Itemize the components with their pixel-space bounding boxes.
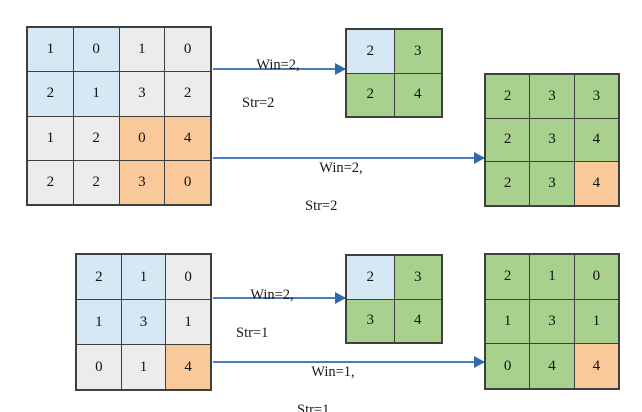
matrix-cell: 1 <box>77 300 121 344</box>
matrix-cell: 2 <box>28 72 73 116</box>
matrix-cell: 4 <box>574 118 618 162</box>
matrix-cell: 2 <box>165 72 210 116</box>
matrix-cell: 0 <box>77 345 121 389</box>
matrix-cell: 3 <box>119 72 165 116</box>
matrix-cell: 2 <box>77 255 121 299</box>
arrow-bottom-small-label-line2: Str=1 <box>236 325 269 342</box>
matrix-cell: 1 <box>119 28 165 72</box>
arrow-top-large-label: Win=2, Str=2 <box>305 140 363 255</box>
matrix-cell: 1 <box>28 28 73 72</box>
matrix-cell: 1 <box>28 116 73 160</box>
matrix-cell: 1 <box>73 72 119 116</box>
arrow-bottom-large-label: Win=1, Str=1 <box>297 344 355 412</box>
matrix-cell: 3 <box>530 162 574 205</box>
matrix-cell: 1 <box>486 299 530 344</box>
matrix-cell: 0 <box>119 116 165 160</box>
matrix-cell: 2 <box>486 162 530 205</box>
arrow-top-large-label-line2: Str=2 <box>305 198 338 215</box>
arrow-top-large-label-line1: Win=2, <box>319 160 363 177</box>
matrix-cell: 2 <box>347 256 394 299</box>
matrix-cell: 1 <box>574 299 618 344</box>
arrow-bottom-large-label-line2: Str=1 <box>297 402 330 412</box>
matrix-cell: 1 <box>530 255 574 299</box>
arrow-bottom-large-line <box>213 356 485 368</box>
arrow-bottom-small-line <box>213 292 346 304</box>
matrix-cell: 3 <box>347 299 394 342</box>
matrix-cell: 2 <box>347 73 394 116</box>
matrix-cell: 0 <box>165 28 210 72</box>
matrix-cell: 3 <box>394 256 441 299</box>
arrow-bottom-small-label: Win=2, Str=1 <box>236 267 294 382</box>
matrix-cell: 0 <box>165 160 210 204</box>
matrix-cell: 3 <box>530 118 574 162</box>
matrix-cell: 0 <box>574 255 618 299</box>
arrow-top-large-line <box>213 152 485 164</box>
matrix-cell: 4 <box>574 344 618 388</box>
matrix-cell: 0 <box>166 255 210 299</box>
arrow-top-small-label-line2: Str=2 <box>242 95 275 112</box>
matrix-cell: 3 <box>121 300 166 344</box>
matrix-cell: 2 <box>486 255 530 299</box>
matrix-cell: 3 <box>530 75 574 118</box>
matrix-cell: 2 <box>486 75 530 118</box>
matrix-cell: 3 <box>119 160 165 204</box>
matrix-cell: 2 <box>486 118 530 162</box>
matrix-cell: 2 <box>73 116 119 160</box>
matrix-cell: 3 <box>530 299 574 344</box>
matrix-cell: 3 <box>574 75 618 118</box>
matrix-cell: 0 <box>486 344 530 388</box>
matrix-cell: 0 <box>73 28 119 72</box>
matrix-cell: 4 <box>394 299 441 342</box>
matrix-cell: 1 <box>121 255 166 299</box>
matrix-cell: 4 <box>530 344 574 388</box>
matrix-cell: 4 <box>165 116 210 160</box>
matrix-cell: 1 <box>166 300 210 344</box>
matrix-cell: 1 <box>121 345 166 389</box>
arrow-bottom-large-label-line1: Win=1, <box>311 364 355 381</box>
arrow-top-small-line <box>213 63 346 75</box>
matrix-cell: 4 <box>574 162 618 205</box>
matrix-cell: 3 <box>394 30 441 73</box>
matrix-cell: 4 <box>394 73 441 116</box>
matrix-cell: 2 <box>73 160 119 204</box>
matrix-cell: 4 <box>166 345 210 389</box>
arrow-top-small-label-line1: Win=2, <box>256 57 300 74</box>
matrix-cell: 2 <box>28 160 73 204</box>
arrow-bottom-small-label-line1: Win=2, <box>250 287 294 304</box>
arrow-top-small-label: Win=2, Str=2 <box>242 37 300 152</box>
matrix-cell: 2 <box>347 30 394 73</box>
